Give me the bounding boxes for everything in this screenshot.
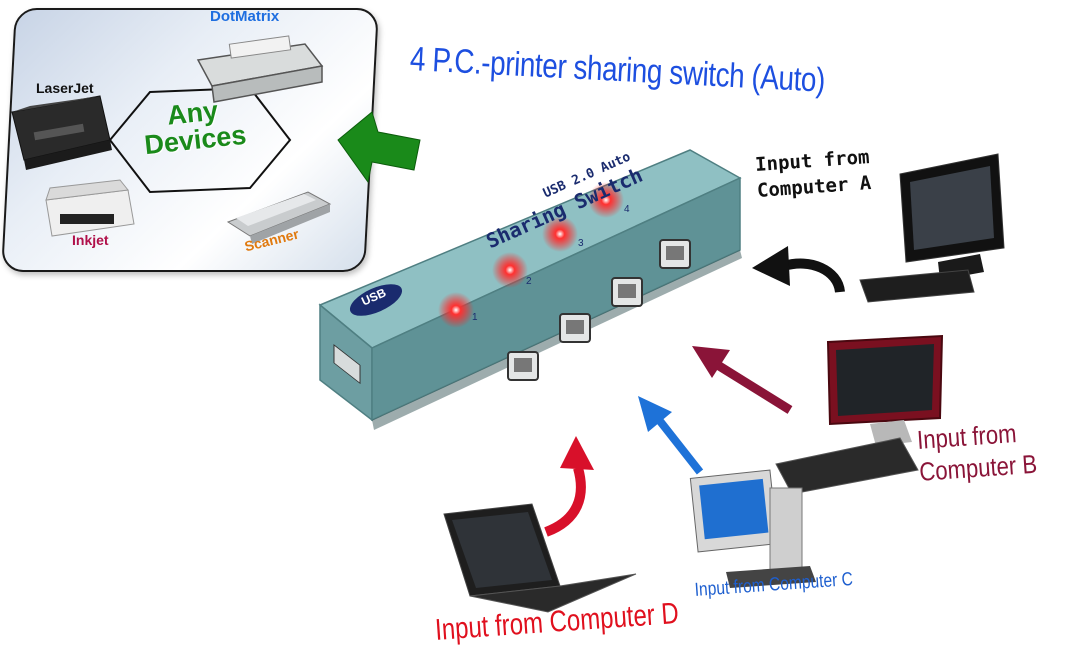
usb-port-4-icon [659, 239, 691, 269]
port-number-2: 2 [526, 276, 532, 287]
port-number-3: 3 [578, 238, 584, 249]
arrow-d-icon [544, 466, 586, 537]
dotmatrix-printer-icon [196, 35, 324, 103]
arrow-a-icon [782, 258, 845, 294]
led-1-icon [438, 292, 474, 328]
computer-b-icon [775, 334, 944, 495]
usb-port-1-icon [507, 351, 539, 381]
led-2-icon [492, 252, 528, 288]
laserjet-printer-icon [11, 95, 112, 170]
arrow-c-icon [652, 413, 704, 475]
any-devices-label: Any Devices [132, 94, 257, 160]
scanner-icon [226, 191, 332, 244]
port-number-4: 4 [624, 204, 630, 215]
led-4-icon [588, 182, 624, 218]
input-a-label: Input from Computer A [754, 144, 872, 204]
computer-d-icon [443, 503, 637, 613]
inkjet-printer-icon [45, 179, 135, 237]
device-label-laserjet: LaserJet [36, 80, 94, 96]
device-label-dotmatrix: DotMatrix [210, 8, 280, 25]
usb-port-3-icon [611, 277, 643, 307]
computer-a-icon [859, 153, 1005, 303]
input-b-label: Input from Computer B [916, 416, 1038, 488]
device-label-inkjet: Inkjet [72, 232, 109, 248]
computer-c-icon [689, 469, 816, 588]
usb-port-2-icon [559, 313, 591, 343]
port-number-1: 1 [472, 312, 478, 323]
arrow-b-icon [713, 360, 793, 414]
sharing-switch-device [318, 149, 742, 430]
usb-logo-icon [349, 284, 403, 316]
arrow-to-devices-icon [337, 111, 421, 184]
led-3-icon [542, 216, 578, 252]
